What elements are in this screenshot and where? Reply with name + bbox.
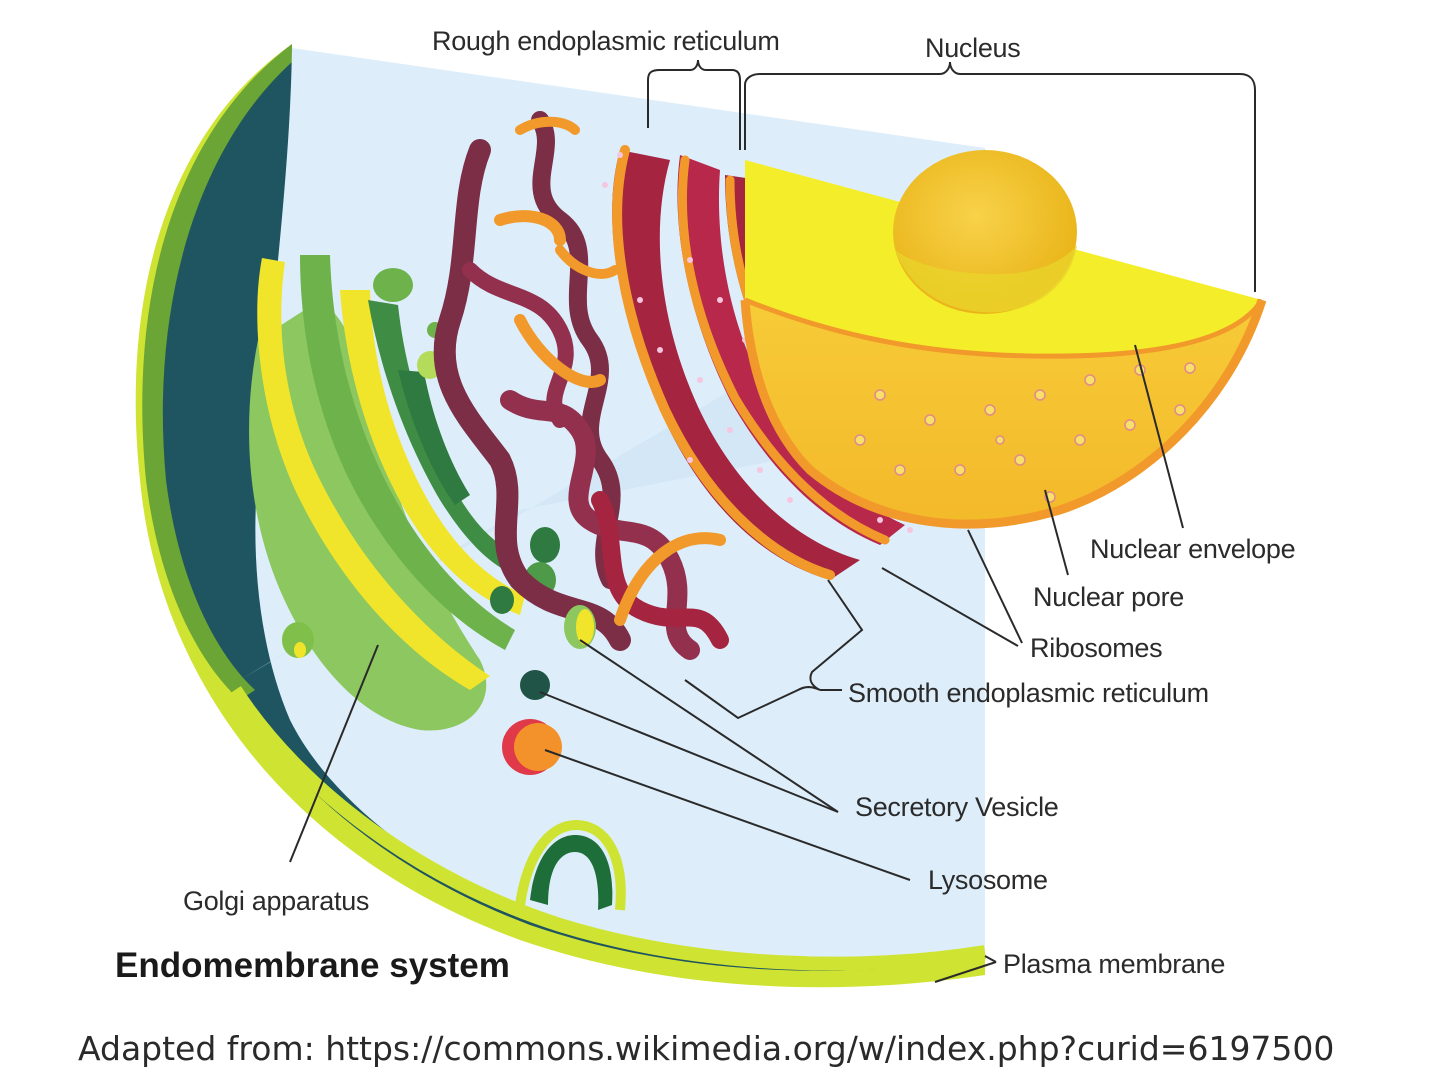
lysosome [502, 719, 562, 775]
nuclear-pore-leader [1044, 489, 1069, 576]
plasma-membrane-inner [229, 686, 987, 971]
golgi-cisterna-3 [340, 290, 525, 615]
label-nuclear-pore: Nuclear pore [1033, 582, 1184, 612]
secretory-vesicle-leader-1 [579, 639, 839, 813]
nuclear-envelope-rim [740, 298, 1267, 529]
golgi-vesicle [373, 268, 413, 302]
smooth-er [531, 111, 621, 589]
label-nucleus: Nucleus [925, 33, 1020, 63]
nucleolus-shadow [895, 245, 1077, 313]
label-lysosome: Lysosome [928, 865, 1048, 895]
plasma-membrane-leader-2 [934, 961, 997, 983]
leader-lines [289, 59, 1256, 983]
golgi-vesicle [490, 586, 514, 614]
label-golgi: Golgi apparatus [183, 886, 369, 916]
plasma-membrane-leader-1 [984, 955, 997, 963]
diagram-title: Endomembrane system [115, 946, 510, 985]
labels: Rough endoplasmic reticulum Nucleus Nucl… [78, 26, 1334, 1068]
nuclear-pores [854, 362, 1196, 503]
label-secretory-vesicle: Secretory Vesicle [855, 792, 1059, 822]
golgi-vesicle [294, 642, 306, 658]
golgi-cisterna-1 [257, 258, 490, 690]
golgi-cisterna-2 [300, 255, 515, 650]
label-nuclear-envelope: Nuclear envelope [1090, 534, 1295, 564]
rough-er-bracket [647, 59, 741, 150]
nucleus-bracket [744, 61, 1256, 292]
nuclear-envelope-leader [1134, 344, 1184, 529]
source-credit: Adapted from: https://commons.wikimedia.… [78, 1029, 1334, 1068]
label-plasma-membrane: Plasma membrane [1003, 949, 1225, 979]
rough-er-edge [494, 210, 566, 246]
rough-er-edge [612, 145, 835, 580]
rough-er-edge [614, 532, 726, 626]
membrane-pit [530, 835, 613, 910]
golgi-body [249, 300, 487, 731]
golgi-cisterna-4 [368, 300, 515, 575]
ribosomes-leader-1 [967, 529, 1023, 644]
rough-er-edge [515, 116, 580, 135]
golgi-vesicle [530, 527, 560, 563]
rough-er-edge [514, 314, 606, 388]
smooth-er [462, 262, 574, 428]
lysosome-leader [544, 749, 911, 881]
label-rough-er: Rough endoplasmic reticulum [432, 26, 780, 56]
golgi-apparatus [249, 255, 560, 731]
golgi-vesicle [282, 622, 314, 658]
smooth-er [591, 491, 729, 649]
nucleus-cut-face [745, 300, 1262, 525]
plasma-membrane-green [142, 44, 292, 700]
nucleus [740, 150, 1267, 529]
nuclear-envelope-top-edge [744, 297, 1265, 359]
rough-er-edge [555, 245, 620, 279]
golgi-leader [289, 644, 379, 863]
rough-er-sheet [612, 150, 860, 580]
secretory-vesicle-leader-2 [539, 691, 839, 813]
label-smooth-er: Smooth endoplasmic reticulum [848, 678, 1209, 708]
membrane-pit-edge [515, 819, 626, 911]
golgi-cisterna-5 [398, 370, 470, 505]
rough-er-edge [677, 155, 890, 545]
ribosomes-leader-2 [881, 567, 1019, 647]
smooth-er [433, 139, 631, 651]
secretory-vesicle-yellow [564, 605, 596, 649]
secretory-vesicle-dark [520, 670, 550, 700]
label-ribosomes: Ribosomes [1030, 633, 1162, 663]
